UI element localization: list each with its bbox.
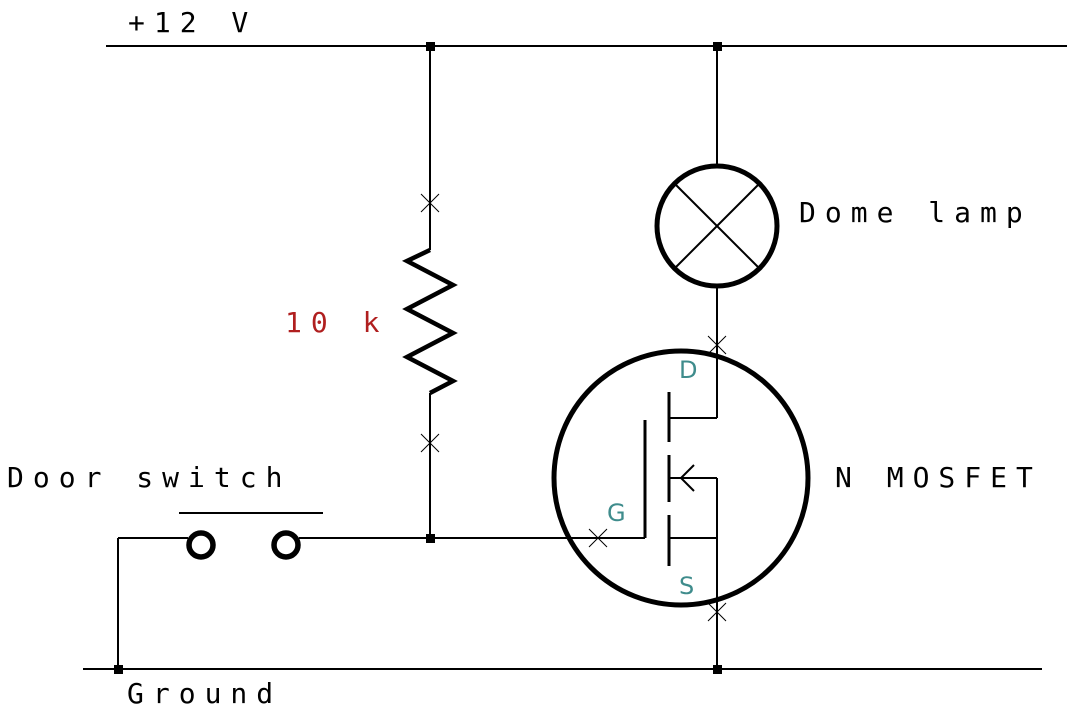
mosfet-label: N MOSFET (835, 461, 1042, 494)
resistor-pin-mark-top (420, 193, 440, 213)
ground-label: Ground (127, 677, 282, 710)
junction-dot (114, 665, 123, 674)
junction-dot (426, 42, 435, 51)
resistor-branch (401, 46, 458, 538)
mosfet-arrow (679, 464, 695, 492)
switch-contact-left (186, 530, 216, 560)
resistor-value-label: 10 k (285, 306, 388, 339)
source-pin-label: S (679, 572, 694, 600)
supply-label: +12 V (128, 6, 257, 39)
junction-dots (114, 42, 722, 674)
lamp-branch (654, 46, 780, 418)
door-switch-symbol (117, 512, 323, 669)
resistor-pin-mark-bottom (420, 433, 440, 453)
gate-pin-label: G (607, 499, 626, 527)
source-pin-mark (707, 602, 727, 622)
junction-dot (713, 42, 722, 51)
junction-dot (713, 665, 722, 674)
mosfet-symbol (551, 348, 811, 669)
drain-pin-label: D (679, 356, 697, 384)
lamp-label: Dome lamp (799, 196, 1032, 229)
drain-pin-mark (707, 335, 727, 355)
gate-pin-mark (588, 528, 608, 548)
switch-label: Door switch (7, 461, 291, 494)
switch-contact-right (271, 530, 301, 560)
gate-wire (299, 528, 645, 548)
junction-dot (426, 534, 435, 543)
mosfet-body-circle (551, 348, 811, 608)
resistor-symbol (401, 247, 458, 395)
